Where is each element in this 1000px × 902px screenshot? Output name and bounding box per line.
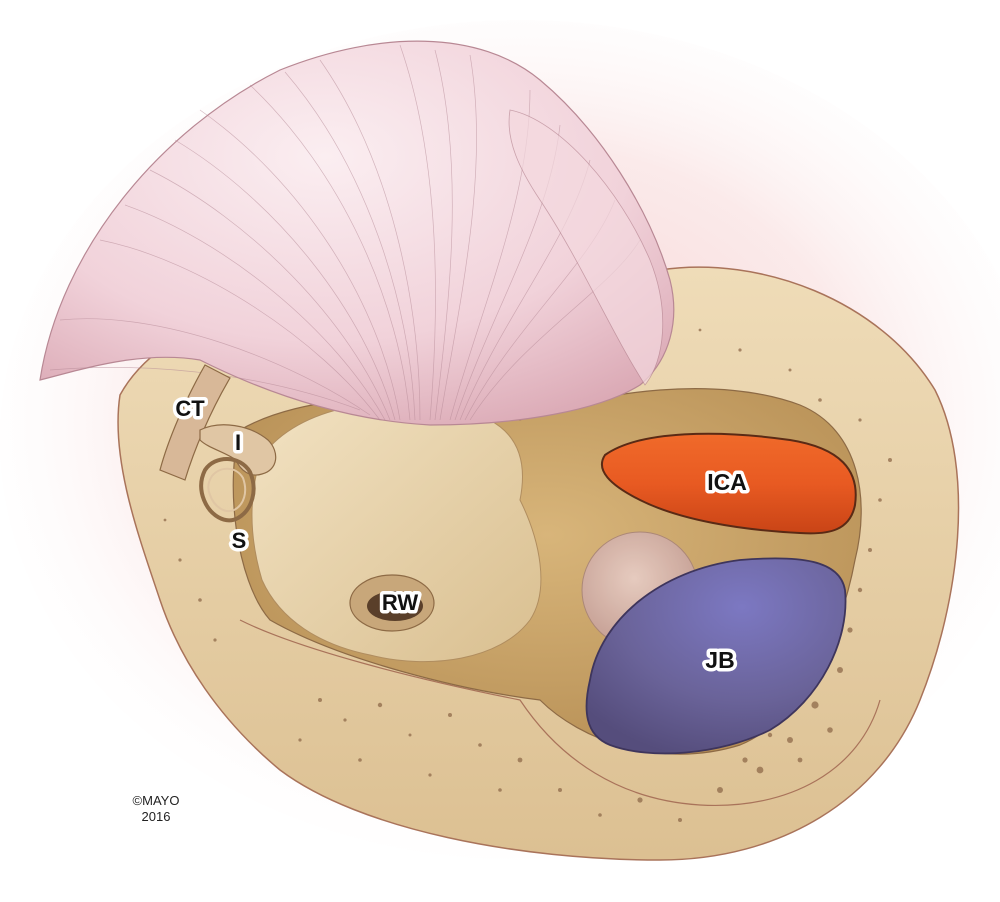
copyright-line-2: 2016 xyxy=(141,809,171,824)
incus xyxy=(199,424,277,476)
label-ct: CT CT xyxy=(172,393,209,425)
svg-text:JB: JB xyxy=(705,647,734,673)
membrane-fold xyxy=(508,109,664,386)
label-jb: JB JB xyxy=(702,644,738,677)
internal-carotid-artery xyxy=(600,432,857,535)
label-jb-text: JB xyxy=(705,647,734,673)
svg-text:CT: CT xyxy=(175,396,205,421)
label-rw: RW RW xyxy=(378,587,421,619)
label-s: S S xyxy=(228,525,250,557)
inner-rim-line xyxy=(239,619,881,807)
svg-text:ICA: ICA xyxy=(707,469,747,495)
label-s-text: S xyxy=(232,528,247,553)
porous-bone xyxy=(163,328,892,822)
label-rw-text: RW xyxy=(382,590,418,615)
label-ica-text: ICA xyxy=(707,469,747,495)
round-window xyxy=(367,591,423,621)
label-ct-text: CT xyxy=(175,396,205,421)
svg-text:RW: RW xyxy=(382,590,418,615)
label-i-text: I xyxy=(235,430,241,455)
chorda-tympani xyxy=(159,364,231,481)
jugular-bulb xyxy=(585,557,847,755)
stapes xyxy=(199,457,256,523)
svg-text:S: S xyxy=(232,528,247,553)
copyright-line-1: ©MAYO xyxy=(132,793,180,808)
label-i: I I xyxy=(231,427,244,459)
stapes-inner xyxy=(207,467,247,512)
label-ica: ICA ICA xyxy=(704,466,751,499)
copyright-notice: ©MAYO 2016 xyxy=(124,793,188,825)
